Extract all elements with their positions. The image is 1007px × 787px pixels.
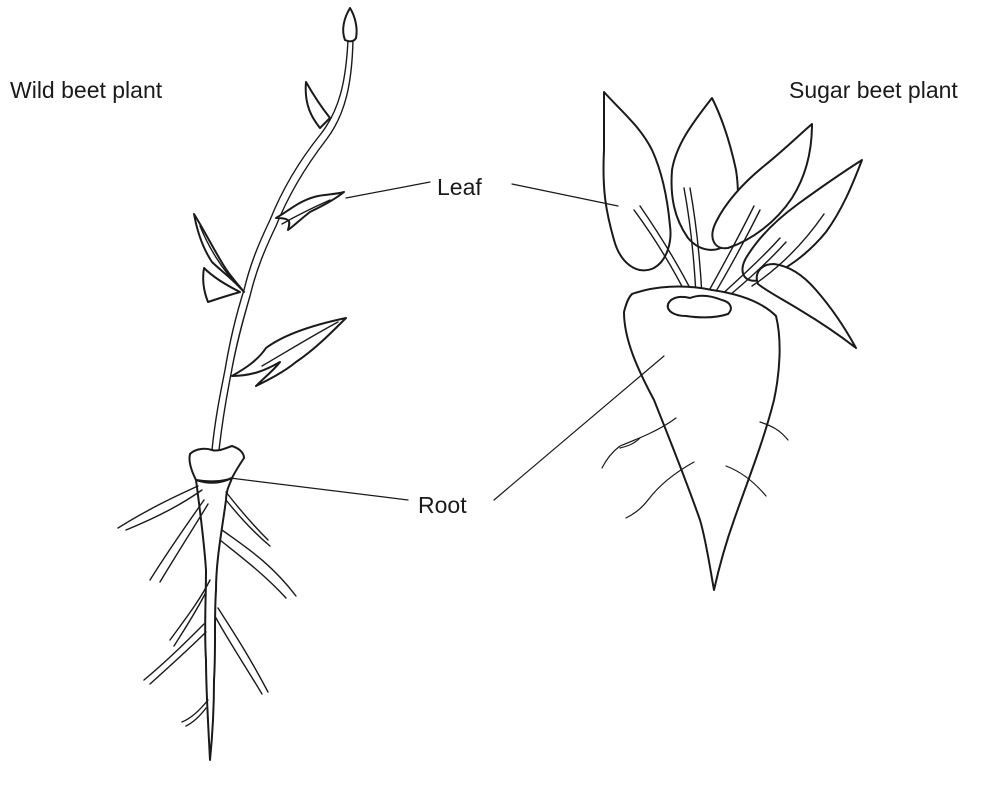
wild-top-bud xyxy=(343,8,356,41)
sugar-leaf-leader-line xyxy=(512,184,618,206)
root-label: Root xyxy=(418,494,467,517)
wild-root-crown xyxy=(189,446,244,481)
sugar-fibrous-roots xyxy=(602,418,676,468)
wild-root-leader-line xyxy=(230,478,408,500)
wild-lower-leaf xyxy=(232,318,346,386)
wild-labelled-leaf xyxy=(276,192,344,230)
sugar-leaf-1 xyxy=(603,92,670,270)
wild-beet-title: Wild beet plant xyxy=(10,79,162,102)
wild-taproot xyxy=(196,478,232,760)
sugar-beet-title: Sugar beet plant xyxy=(789,79,958,102)
sugar-root-leader-line xyxy=(494,356,664,500)
wild-upper-leaf xyxy=(306,82,330,128)
sugar-crown xyxy=(668,296,731,317)
sugar-beet-plant xyxy=(602,92,862,590)
wild-beet-plant xyxy=(118,8,357,760)
sugar-taproot xyxy=(624,287,780,590)
wild-side-roots xyxy=(118,486,198,528)
wild-leaf-leader-line xyxy=(346,182,430,198)
leaf-label: Leaf xyxy=(437,176,482,199)
wild-stem xyxy=(212,40,348,450)
